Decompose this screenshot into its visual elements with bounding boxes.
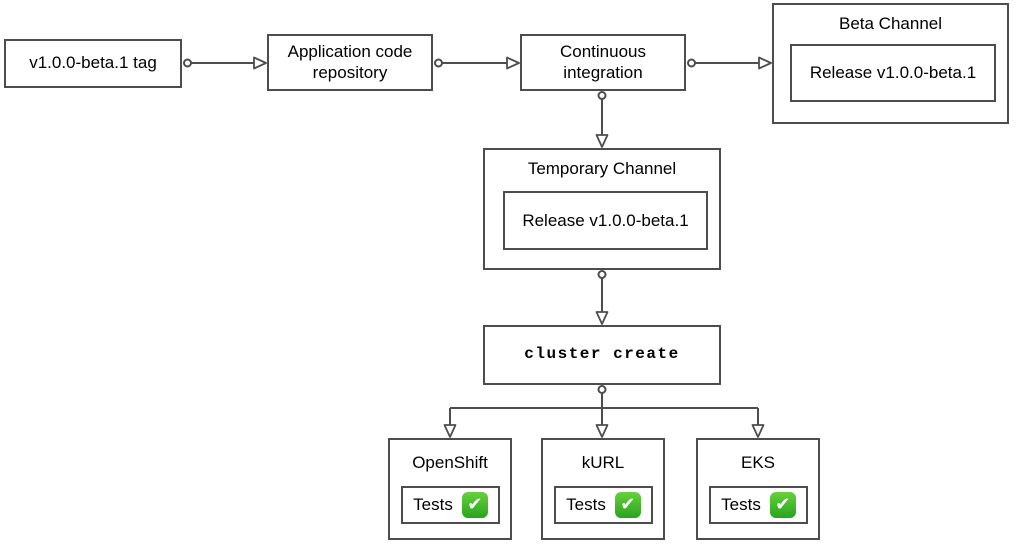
node-cluster-create: cluster create <box>483 325 721 385</box>
node-kurl-tests: Tests ✔ <box>554 486 653 524</box>
node-beta-release: Release v1.0.0-beta.1 <box>790 44 996 102</box>
tests-label: Tests <box>566 495 606 514</box>
openshift-title: OpenShift <box>412 453 488 472</box>
node-openshift-tests: Tests ✔ <box>401 486 500 524</box>
node-temp-release: Release v1.0.0-beta.1 <box>503 191 708 250</box>
group-temporary-channel: Temporary Channel Release v1.0.0-beta.1 <box>483 148 721 270</box>
kurl-title: kURL <box>581 453 625 472</box>
eks-title: EKS <box>740 453 776 472</box>
edge-temp-to-cluster-create <box>595 270 609 325</box>
edge-repo-to-ci <box>434 56 520 70</box>
group-cluster-kurl: kURL Tests ✔ <box>541 438 665 540</box>
tests-label: Tests <box>721 495 761 514</box>
beta-channel-title: Beta Channel <box>838 14 943 33</box>
node-continuous-integration: Continuous integration <box>520 34 686 91</box>
check-mark-icon: ✔ <box>614 492 641 518</box>
group-cluster-eks: EKS Tests ✔ <box>696 438 820 540</box>
edge-ci-to-temp <box>595 91 609 148</box>
node-version-tag: v1.0.0-beta.1 tag <box>4 39 182 88</box>
node-application-code-repository: Application code repository <box>267 34 433 91</box>
group-cluster-openshift: OpenShift Tests ✔ <box>388 438 512 540</box>
check-mark-icon: ✔ <box>461 492 488 518</box>
edge-tag-to-repo <box>183 56 267 70</box>
edge-cluster-create-to-clusters <box>443 385 765 438</box>
check-mark-icon: ✔ <box>769 492 796 518</box>
node-eks-tests: Tests ✔ <box>709 486 808 524</box>
group-beta-channel: Beta Channel Release v1.0.0-beta.1 <box>772 3 1009 124</box>
edge-ci-to-beta <box>687 56 772 70</box>
tests-label: Tests <box>413 495 453 514</box>
temporary-channel-title: Temporary Channel <box>527 159 677 178</box>
